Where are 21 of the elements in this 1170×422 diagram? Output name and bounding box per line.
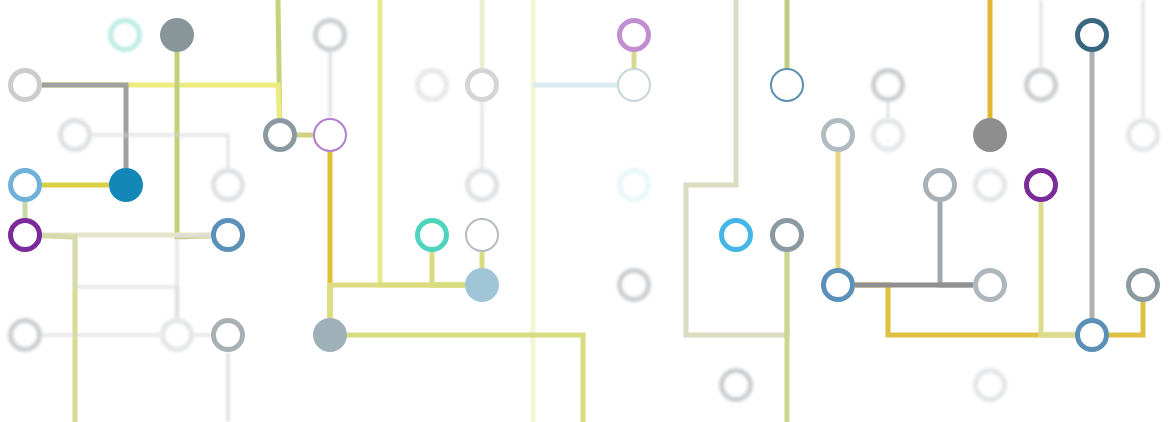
connector-line (175, 234, 212, 318)
connector-line (1109, 302, 1146, 338)
connector-line (347, 332, 586, 422)
connector-line (92, 133, 230, 168)
connector-line (42, 82, 129, 168)
connector-line (784, 0, 790, 68)
connector-line (22, 202, 28, 218)
connector-line (835, 152, 841, 268)
connector-line (855, 282, 973, 288)
connector-line (1038, 202, 1075, 338)
connector-line (479, 252, 485, 268)
connector-line (784, 252, 790, 422)
connector-line (42, 182, 109, 188)
connector-line (297, 132, 313, 138)
connector-line (987, 0, 993, 118)
connector-line (631, 52, 637, 68)
connector-line (479, 0, 485, 68)
connector-line (1089, 52, 1095, 318)
connector-line (533, 82, 617, 88)
connector-line (429, 252, 465, 288)
connector-line (41, 233, 78, 422)
